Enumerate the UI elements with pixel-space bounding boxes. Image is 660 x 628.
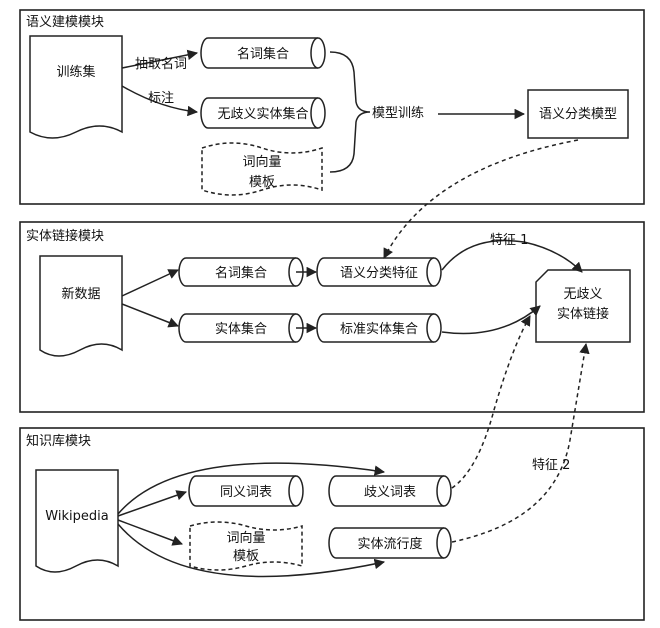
kb-module-panel bbox=[19, 427, 645, 621]
model-training-label: 模型训练 bbox=[372, 106, 424, 121]
wikipedia-document bbox=[35, 469, 119, 573]
edge-ambiguity-to-result bbox=[451, 315, 531, 489]
word-vector-template-1 bbox=[201, 142, 323, 196]
edge-popularity-to-result bbox=[451, 342, 590, 543]
edge-model-to-feature bbox=[383, 139, 579, 259]
noun-set-cylinder-1: 名词集合 bbox=[200, 37, 326, 69]
entity-set-cylinder: 实体集合 bbox=[178, 313, 304, 343]
popularity-label: 实体流行度 bbox=[357, 536, 422, 552]
unambiguous-entity-set-label: 无歧义实体集合 bbox=[217, 106, 308, 122]
label-edge-text: 标注 bbox=[148, 91, 174, 106]
word-vector-template-2 bbox=[189, 521, 303, 571]
synonym-label: 同义词表 bbox=[220, 485, 272, 500]
result-line2: 实体链接 bbox=[557, 306, 609, 322]
semantic-feature-cylinder: 语义分类特征 bbox=[316, 257, 442, 287]
result-line1: 无歧义 bbox=[563, 287, 602, 302]
new-data-document bbox=[39, 255, 123, 357]
linking-module-title: 实体链接模块 bbox=[26, 228, 104, 244]
semantic-module-panel bbox=[19, 9, 645, 205]
edge-wiki-to-ambiguity bbox=[117, 462, 386, 515]
word-vector-1-line2: 模板 bbox=[249, 175, 275, 190]
edge-std-to-result bbox=[441, 305, 541, 335]
training-set-document bbox=[29, 35, 123, 139]
unambiguous-linking-box bbox=[535, 269, 631, 343]
standard-entity-set-label: 标准实体集合 bbox=[340, 321, 418, 337]
semantic-model-label: 语义分类模型 bbox=[539, 107, 617, 122]
new-data-label: 新数据 bbox=[61, 286, 100, 302]
entity-popularity-cylinder: 实体流行度 bbox=[328, 527, 452, 559]
unambiguous-entity-set-cylinder: 无歧义实体集合 bbox=[200, 97, 326, 129]
noun-set-cylinder-2: 名词集合 bbox=[178, 257, 304, 287]
semantic-feature-label: 语义分类特征 bbox=[340, 266, 418, 281]
kb-module-title: 知识库模块 bbox=[26, 433, 91, 449]
semantic-module-title: 语义建模模块 bbox=[26, 15, 104, 30]
word-vector-2-line2: 模板 bbox=[233, 549, 259, 564]
feature1-label: 特征 1 bbox=[490, 233, 528, 248]
training-brace bbox=[329, 51, 371, 173]
edge-wiki-to-wordvector bbox=[117, 519, 183, 546]
edge-new-to-noun bbox=[121, 269, 179, 297]
edge-extract-noun bbox=[121, 49, 199, 69]
edge-wiki-to-synonym bbox=[117, 490, 187, 517]
noun-set-1-label: 名词集合 bbox=[237, 46, 289, 62]
semantic-model-box bbox=[527, 89, 629, 139]
edge-feature-to-result bbox=[441, 239, 583, 273]
synonym-table-cylinder: 同义词表 bbox=[188, 475, 304, 507]
extract-noun-label: 抽取名词 bbox=[135, 56, 187, 72]
edge-label bbox=[121, 85, 199, 117]
edge-new-to-entity bbox=[121, 303, 179, 328]
training-set-label: 训练集 bbox=[56, 64, 95, 80]
wikipedia-label: Wikipedia bbox=[45, 509, 108, 524]
linking-module-panel bbox=[19, 221, 645, 413]
entity-set-label: 实体集合 bbox=[215, 321, 267, 337]
noun-set-2-label: 名词集合 bbox=[215, 265, 267, 281]
feature2-label: 特征 2 bbox=[532, 458, 570, 473]
edge-wiki-to-popularity bbox=[117, 523, 386, 578]
word-vector-2-line1: 词向量 bbox=[226, 530, 265, 546]
word-vector-1-line1: 词向量 bbox=[242, 154, 281, 170]
standard-entity-set-cylinder: 标准实体集合 bbox=[316, 313, 442, 343]
ambiguity-label: 歧义词表 bbox=[364, 485, 416, 500]
ambiguity-table-cylinder: 歧义词表 bbox=[328, 475, 452, 507]
